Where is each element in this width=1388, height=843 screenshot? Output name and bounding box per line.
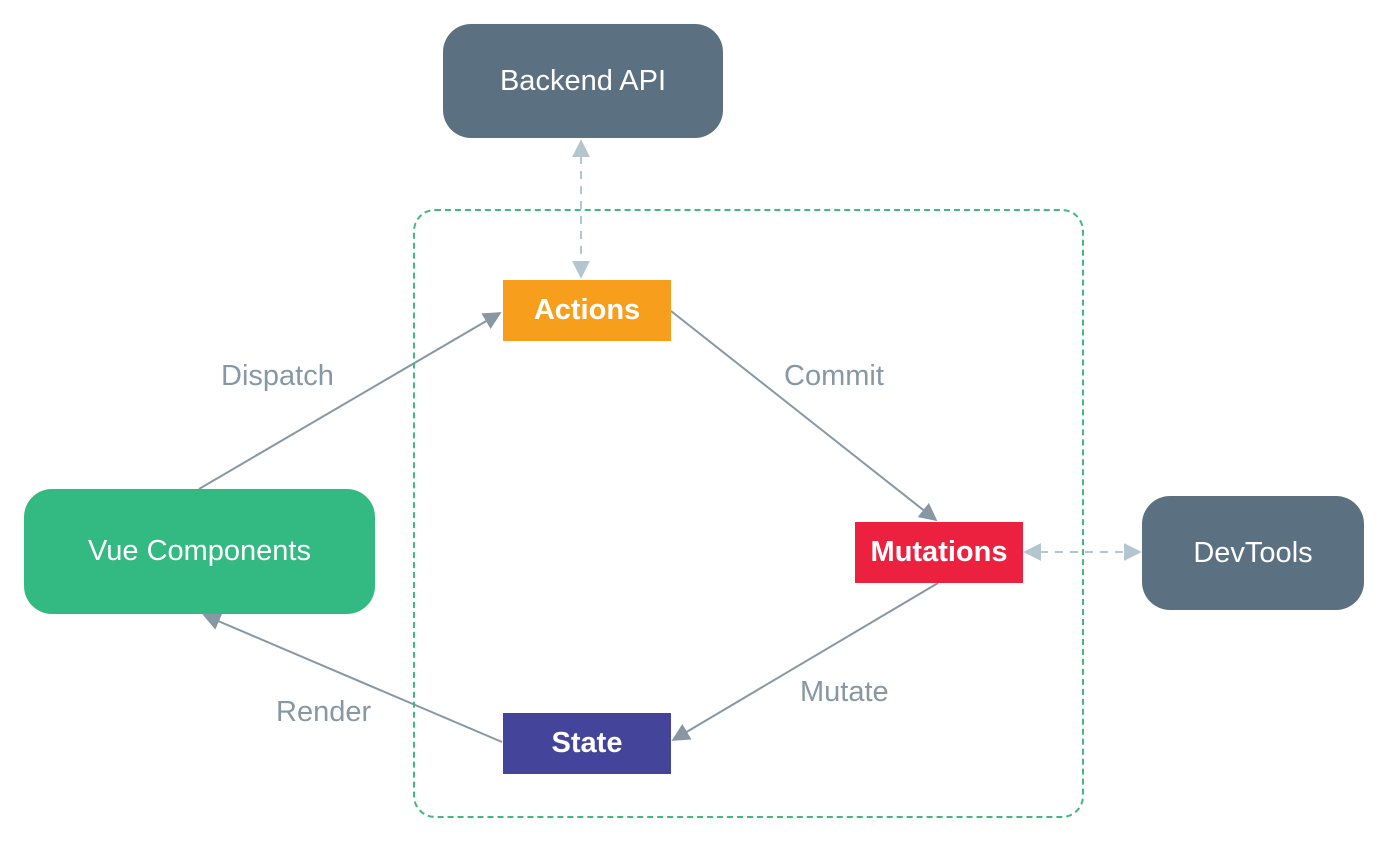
backend-api-node: Backend API bbox=[443, 24, 723, 138]
dispatch-label: Dispatch bbox=[221, 360, 334, 392]
commit-label: Commit bbox=[784, 360, 884, 392]
vue-components-node: Vue Components bbox=[24, 489, 375, 614]
mutate-label: Mutate bbox=[800, 676, 889, 708]
render-arrow bbox=[202, 613, 503, 743]
mutate-arrow bbox=[671, 582, 939, 741]
store-boundary bbox=[413, 209, 1084, 818]
mutations-node: Mutations bbox=[855, 522, 1023, 583]
devtools-node: DevTools bbox=[1142, 496, 1364, 610]
actions-node: Actions bbox=[503, 280, 671, 341]
state-node: State bbox=[503, 713, 671, 774]
dispatch-arrow bbox=[198, 312, 502, 490]
commit-arrow bbox=[670, 310, 938, 522]
render-label: Render bbox=[276, 696, 372, 728]
